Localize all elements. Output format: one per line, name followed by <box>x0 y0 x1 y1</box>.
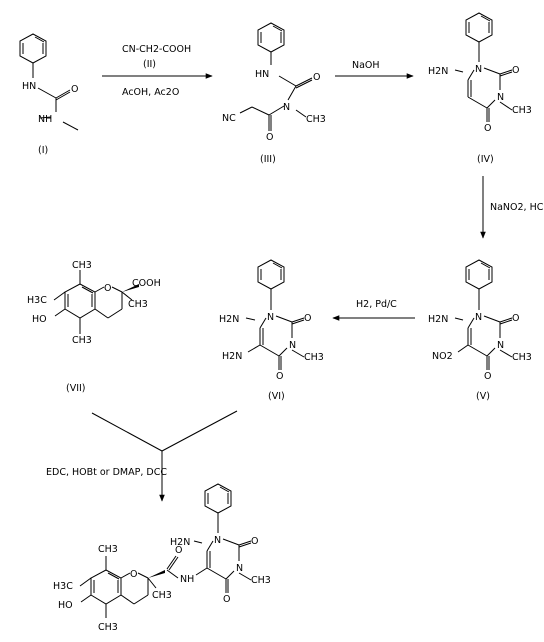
atom-n: N <box>497 340 504 351</box>
compound-vii: CH3 H3C O COOH CH3 HO CH3 (VII) <box>27 260 161 394</box>
atom-h2n: H2N <box>170 537 190 548</box>
compound-v: H2N N O N CH3 NO2 O (V) <box>428 259 532 402</box>
compound-product: CH3 H3C O O CH3 HO CH3 NH H2N N O N CH3 … <box>53 483 271 633</box>
atom-hn: HN <box>255 69 269 80</box>
reaction-arrow-1: CN-CH2-COOH (II) AcOH, Ac2O <box>102 44 213 98</box>
reagent-label-ii: (II) <box>143 59 156 70</box>
compound-iii: HN O N CH3 NC O (III) <box>222 22 326 165</box>
reagent-nano2: NaNO2, HCl <box>490 202 544 213</box>
atom-nc: NC <box>222 113 236 124</box>
compound-label-vii: (VII) <box>66 383 86 394</box>
atom-ch3: CH3 <box>512 105 532 116</box>
reaction-arrow-5: EDC, HOBt or DMAP, DCC <box>46 410 238 502</box>
atom-o: O <box>223 594 230 605</box>
atom-o: O <box>175 545 182 556</box>
atom-hn: HN <box>22 81 36 92</box>
atom-o: O <box>130 569 137 580</box>
atom-n: N <box>214 535 221 546</box>
reaction-arrow-2: NaOH <box>335 60 414 79</box>
atom-n: N <box>267 312 274 323</box>
atom-h2n: H2N <box>428 66 448 77</box>
atom-n: N <box>475 312 482 323</box>
reagent-naoh: NaOH <box>352 60 380 71</box>
atom-o: O <box>251 536 258 547</box>
atom-o: O <box>104 283 111 294</box>
atom-ch3: CH3 <box>251 575 271 586</box>
reagent-coupling: EDC, HOBt or DMAP, DCC <box>46 467 167 478</box>
atom-nh: NH <box>38 114 52 125</box>
compound-vi: H2N N O N CH3 H2N O (VI) <box>219 259 324 402</box>
atom-h2n: H2N <box>428 314 448 325</box>
atom-ho: HO <box>32 314 47 325</box>
atom-h2n: H2N <box>222 351 242 362</box>
atom-ch3: CH3 <box>72 335 92 346</box>
atom-n: N <box>289 340 296 351</box>
atom-cooh: COOH <box>132 278 161 289</box>
atom-nh: NH <box>180 574 194 585</box>
reaction-arrow-4: H2, Pd/C <box>332 299 415 321</box>
atom-o: O <box>484 123 491 134</box>
atom-o: O <box>512 65 519 76</box>
atom-o: O <box>313 72 320 83</box>
atom-o: O <box>266 132 273 143</box>
atom-ch3: CH3 <box>304 352 324 363</box>
atom-o: O <box>276 371 283 382</box>
compound-iv: H2N N O N CH3 O (IV) <box>428 12 532 165</box>
reagent-acoh: AcOH, Ac2O <box>122 87 179 98</box>
atom-n: N <box>236 563 243 574</box>
atom-ch3: CH3 <box>98 544 118 555</box>
atom-o: O <box>512 313 519 324</box>
atom-ch3: CH3 <box>152 590 172 601</box>
atom-h3c: H3C <box>27 295 47 306</box>
atom-ho: HO <box>58 600 73 611</box>
compound-label-i: (I) <box>38 145 48 156</box>
reagent-h2-pdc: H2, Pd/C <box>356 299 397 310</box>
reagent-cyanoacetic: CN-CH2-COOH <box>122 44 191 55</box>
atom-no2: NO2 <box>432 351 453 362</box>
atom-n: N <box>283 102 290 113</box>
compound-label-vi: (VI) <box>268 391 285 402</box>
atom-ch3: CH3 <box>98 622 118 633</box>
reaction-arrow-3: NaNO2, HCl <box>480 176 544 239</box>
atom-o: O <box>484 371 491 382</box>
atom-n: N <box>497 92 504 103</box>
compound-label-iii: (III) <box>260 154 276 165</box>
atom-ch3: CH3 <box>306 114 326 125</box>
atom-h3c: H3C <box>53 581 73 592</box>
compound-i: HN O NH (I) <box>19 33 78 156</box>
atom-ch3: CH3 <box>512 352 532 363</box>
compound-label-v: (V) <box>476 391 490 402</box>
atom-ch3: CH3 <box>72 260 92 271</box>
compound-label-iv: (IV) <box>477 154 494 165</box>
atom-o: O <box>304 313 311 324</box>
atom-h2n: H2N <box>219 314 239 325</box>
atom-n: N <box>475 64 482 75</box>
atom-ch3: CH3 <box>128 299 148 310</box>
atom-o: O <box>71 84 78 95</box>
